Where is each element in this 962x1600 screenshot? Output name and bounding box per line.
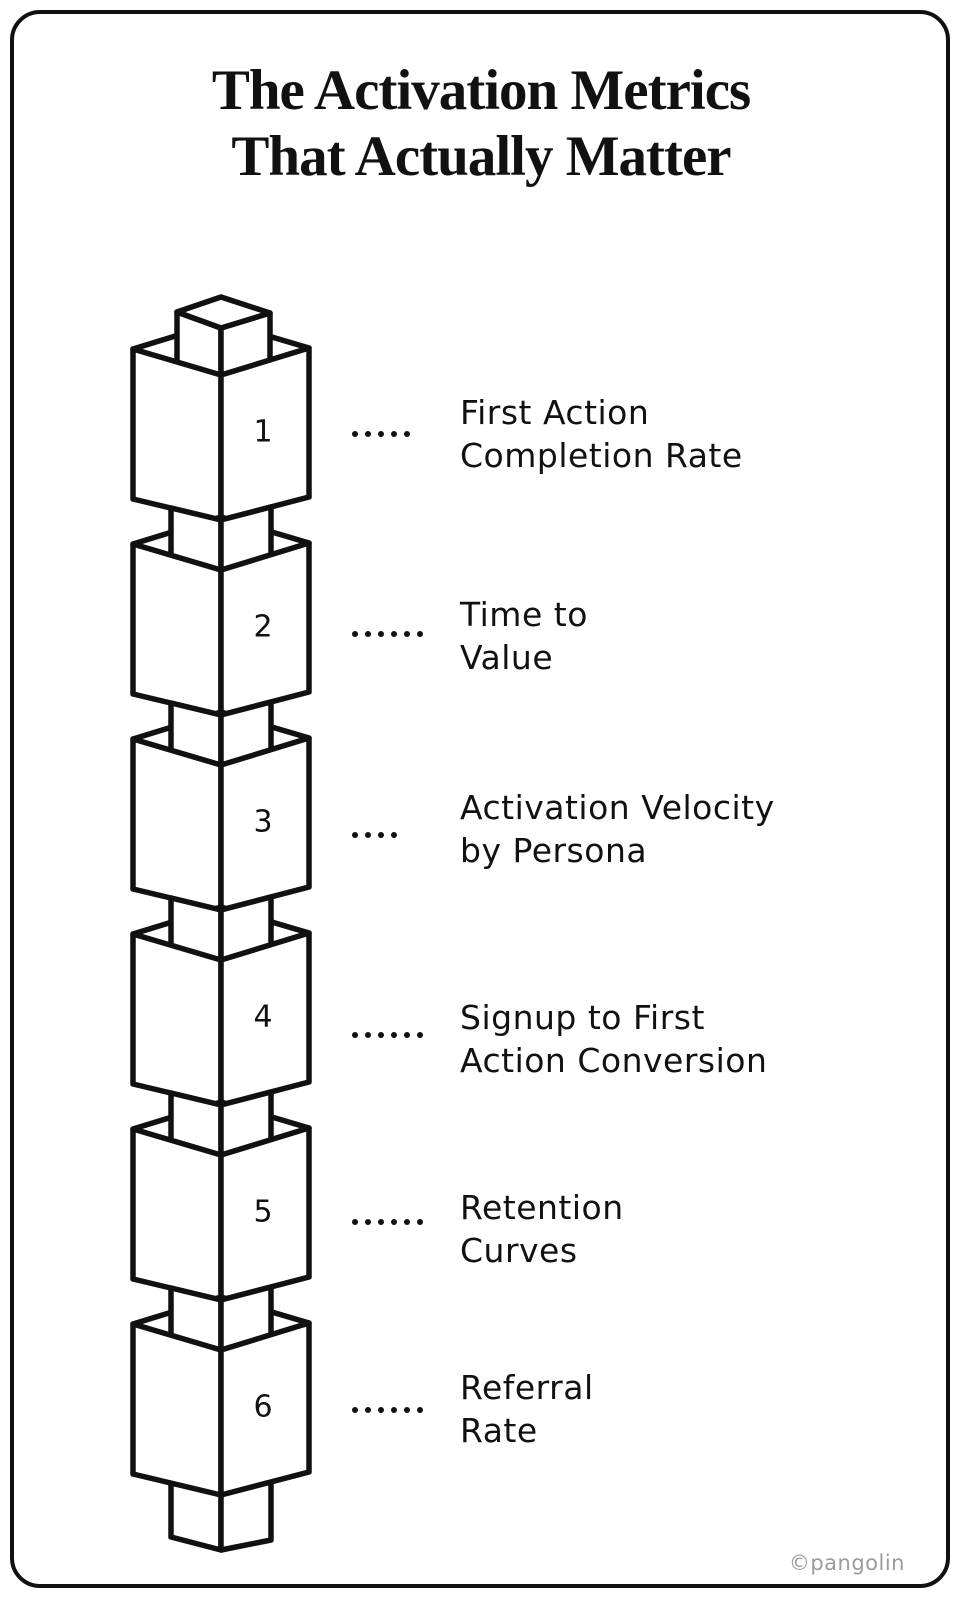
metric-label-line-2: by Persona [460,831,648,870]
block-number: 4 [253,1000,272,1035]
dot [404,1219,410,1225]
dot [417,1032,423,1038]
dots-connector [352,431,417,437]
block: 1 [130,294,312,523]
dot [378,832,384,838]
metric-label: Activation Velocity by Persona [460,786,775,872]
metric-label-line-1: Referral [460,1368,594,1407]
block-number: 2 [253,610,272,645]
dot [404,631,410,637]
metric-label-line-1: Retention [460,1188,624,1227]
dot [352,1219,358,1225]
dot [352,631,358,637]
dot [404,1032,410,1038]
dot [391,1032,397,1038]
metric-label-line-2: Completion Rate [460,436,743,475]
dot [378,1407,384,1413]
dot [352,832,358,838]
dot [417,1407,423,1413]
dot [365,631,371,637]
block-number: 3 [253,805,272,840]
dot [391,832,397,838]
title-line-2: That Actually Matter [231,125,731,188]
metric-label-line-2: Value [460,638,554,677]
dot [378,631,384,637]
dot [417,1219,423,1225]
block: 4 [130,894,312,1108]
dot [365,431,371,437]
dot [391,1219,397,1225]
dot [378,431,384,437]
dot [365,832,371,838]
watermark: ©pangolin [788,1551,905,1575]
metric-label-line-1: Time to [460,595,588,634]
dots-connector [352,1219,430,1225]
dot [391,631,397,637]
dot [391,431,397,437]
dots-connector [352,1032,430,1038]
dot [404,431,410,437]
title-line-1: The Activation Metrics [211,59,751,122]
block-number: 5 [253,1195,272,1230]
dot [378,1219,384,1225]
dots-connector [352,832,404,838]
dot [352,431,358,437]
block-number: 1 [253,415,272,450]
metric-label-line-1: Activation Velocity [460,788,775,827]
dots-connector [352,1407,430,1413]
block-number: 6 [253,1390,272,1425]
metric-label-line-2: Rate [460,1411,538,1450]
block: 2 [130,504,312,718]
dot [352,1032,358,1038]
dot [365,1032,371,1038]
block: 6 [130,1284,312,1553]
dot [365,1407,371,1413]
block: 5 [130,1089,312,1303]
dot [417,631,423,637]
dots-connector [352,631,430,637]
dot [404,1407,410,1413]
page-title: The Activation Metrics That Actually Mat… [0,58,962,190]
dot [365,1219,371,1225]
metric-label-line-2: Action Conversion [460,1041,768,1080]
dot [391,1407,397,1413]
metric-label: Time to Value [460,593,588,679]
block: 3 [130,699,312,913]
metric-label-line-1: First Action [460,393,650,432]
metric-label-line-1: Signup to First [460,998,705,1037]
dot [352,1407,358,1413]
metric-label-line-2: Curves [460,1231,578,1270]
dot [378,1032,384,1038]
